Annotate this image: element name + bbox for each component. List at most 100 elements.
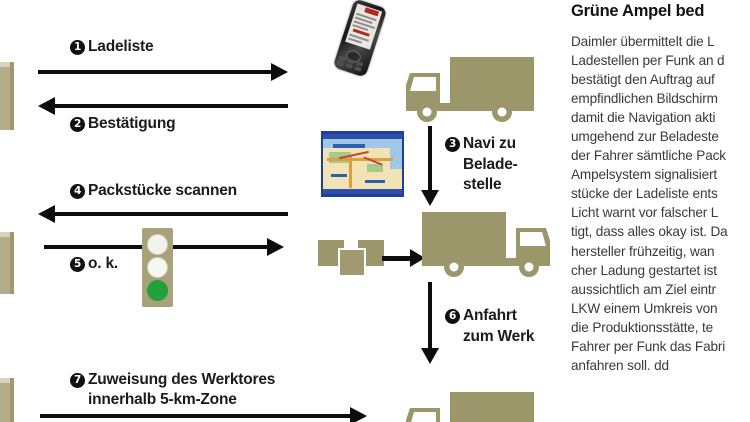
building-roof: [0, 62, 14, 67]
article-column: Grüne Ampel bed Daimler übermittelt die …: [571, 0, 750, 422]
step-3-text-line1: Navi zu: [463, 135, 516, 152]
building-icon: [0, 232, 14, 294]
arrow-shaft: [54, 104, 288, 108]
phone-keypad: [336, 44, 369, 74]
truck-svg: [406, 57, 534, 122]
article-body-line: Ladestellen per Funk an d: [571, 53, 725, 69]
mobile-phone-icon: [332, 0, 388, 78]
truck-icon: [404, 390, 536, 422]
phone-key: [336, 60, 345, 67]
arrow-head: [421, 190, 439, 206]
step-7-text-line1: Zuweisung des Werktores: [88, 371, 276, 388]
article-body-line: bestätigt den Auftrag auf: [571, 72, 715, 88]
building-side: [10, 62, 14, 130]
article-body-line: umgehend zur Beladeste: [571, 129, 719, 145]
article-body-line: Ampelsystem signalisiert: [571, 167, 717, 183]
step-2-number: 2: [70, 117, 85, 132]
building-icon: [0, 378, 14, 422]
step-6-text-line2: zum Werk: [463, 327, 535, 345]
arrow-head: [267, 238, 284, 256]
article-body-line: LKW einem Umkreis von: [571, 300, 718, 316]
traffic-light-lamp-bottom-green: [147, 280, 168, 301]
phone-screen: [345, 3, 383, 50]
traffic-light-icon: [142, 228, 173, 307]
traffic-light-lamp-top: [147, 234, 168, 255]
article-body: Daimler übermittelt die L Ladestellen per…: [571, 32, 750, 375]
arrow-shaft: [40, 414, 350, 418]
article-body-line: die Produktionsstätte, te: [571, 319, 714, 335]
column-gutter: [563, 0, 564, 422]
truck-icon: [420, 210, 552, 278]
map-label: [333, 144, 365, 148]
navigation-map-canvas: [323, 134, 402, 194]
arrow-head: [410, 249, 425, 267]
step-7-number: 7: [70, 373, 85, 388]
navigation-map-bottombar: [323, 189, 402, 194]
arrow-head: [421, 348, 439, 364]
map-water: [390, 139, 402, 169]
map-green-area: [367, 164, 383, 172]
step-5-number: 5: [70, 257, 85, 272]
building-side: [10, 232, 14, 294]
step-1-number: 1: [70, 40, 85, 55]
article-body-line: damit die Navigation akti: [571, 110, 716, 126]
arrow-shaft: [428, 126, 432, 192]
arrow-shaft: [382, 256, 410, 261]
traffic-light-lamp-middle: [147, 257, 168, 278]
phone-key: [353, 65, 362, 72]
arrow-head: [350, 407, 367, 422]
arrow-head: [38, 205, 55, 223]
map-water: [323, 139, 402, 148]
article-body-line: Fahrer per Funk das Fabri: [571, 338, 726, 354]
step-4-number: 4: [70, 184, 85, 199]
building-icon: [0, 62, 14, 130]
step-3-text-line2: Belade-: [463, 155, 518, 173]
step-3-text-line3: stelle: [463, 176, 502, 193]
step-4-text: Packstücke scannen: [88, 182, 237, 199]
article-body-line: der Fahrer sämtliche Pack: [571, 148, 726, 164]
article-body-line: stücke der Ladeliste ents​: [571, 186, 718, 202]
map-road: [327, 158, 393, 161]
packages-icon: [318, 240, 396, 282]
step-6-number: 6: [445, 309, 460, 324]
arrow-shaft: [38, 70, 271, 74]
phone-body: [332, 0, 388, 78]
phone-key: [345, 63, 354, 70]
article-body-line: Daimler übermittelt die L: [571, 34, 715, 49]
truck-icon: [404, 55, 536, 123]
article-body-line: Licht warnt vor falscher L: [571, 205, 719, 221]
navigation-map-icon: [321, 131, 404, 197]
building-roof: [0, 232, 14, 237]
step-6-text-line1: Anfahrt: [463, 307, 517, 324]
map-label: [331, 174, 347, 177]
building-side: [10, 378, 14, 422]
article-body-line: anfahren soll. dd: [571, 357, 669, 373]
map-label: [365, 180, 385, 183]
arrow-head: [38, 97, 55, 115]
step-5-text: o. k.: [88, 255, 119, 272]
package-box: [338, 248, 366, 277]
arrow-shaft: [54, 212, 288, 216]
step-3-number: 3: [445, 137, 460, 152]
building-roof: [0, 378, 14, 383]
step-1-text: Ladeliste: [88, 38, 154, 55]
article-body-line: aussichtlich am Ziel eintr: [571, 281, 716, 297]
step-7-text-line2: innerhalb 5-km-Zone: [88, 391, 237, 408]
article-body-line: cher Ladung gestartet ist: [571, 262, 717, 278]
arrow-shaft: [428, 282, 432, 350]
truck-svg: [422, 212, 550, 277]
truck-svg: [406, 392, 534, 422]
map-road: [349, 156, 352, 188]
article-body-line: empfindlichen Bildschirm: [571, 91, 718, 107]
step-2-text: Bestätigung: [88, 115, 176, 132]
arrow-head: [271, 63, 288, 81]
article-heading: Grüne Ampel bed: [571, 2, 705, 20]
article-body-line: tigt, dass alles okay ist. Da: [571, 224, 728, 240]
